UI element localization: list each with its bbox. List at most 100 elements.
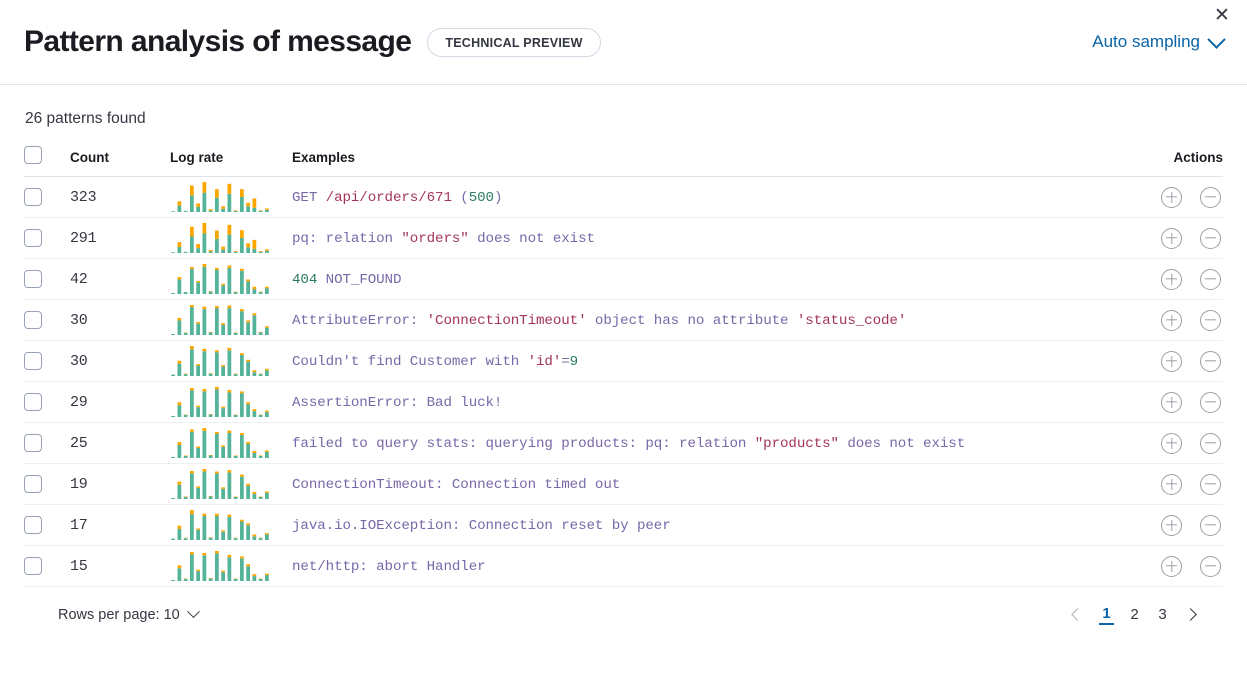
example-text: AttributeError: 'ConnectionTimeout' obje… (292, 313, 907, 329)
count-cell: 323 (70, 176, 170, 218)
close-icon[interactable]: ✕ (1214, 4, 1230, 26)
row-select-cell (24, 422, 70, 464)
table-row[interactable]: 291 pq: relation "orders" does not exist (24, 217, 1223, 259)
filter-out-value-icon[interactable] (1200, 555, 1221, 577)
page-number-3[interactable]: 3 (1158, 606, 1167, 623)
table-row[interactable]: 19 ConnectionTimeout: Connection timed ou… (24, 463, 1223, 505)
rows-per-page-selector[interactable]: Rows per page: 10 (58, 605, 200, 623)
count-value: 42 (70, 271, 88, 288)
actions-cell (1103, 299, 1223, 341)
example-cell: AssertionError: Bad luck! (292, 381, 1103, 423)
table-row[interactable]: 30 AttributeError: 'ConnectionTimeout' ob… (24, 299, 1223, 341)
filter-out-value-icon[interactable] (1200, 227, 1221, 249)
count-cell: 17 (70, 504, 170, 546)
actions-cell (1103, 422, 1223, 464)
log-rate-sparkline (170, 469, 292, 499)
row-checkbox[interactable] (24, 516, 42, 534)
select-all-checkbox[interactable] (24, 146, 42, 164)
row-checkbox[interactable] (24, 393, 42, 411)
filter-out-value-icon[interactable] (1200, 391, 1221, 413)
example-cell: GET /api/orders/671 (500) (292, 176, 1103, 218)
example-text: GET /api/orders/671 (500) (292, 190, 503, 206)
count-value: 29 (70, 394, 88, 411)
count-cell: 29 (70, 381, 170, 423)
filter-for-value-icon[interactable] (1161, 473, 1182, 495)
actions-cell (1103, 463, 1223, 505)
actions-cell (1103, 545, 1223, 587)
filter-out-value-icon[interactable] (1200, 473, 1221, 495)
example-cell: Couldn't find Customer with 'id'=9 (292, 340, 1103, 382)
example-cell: failed to query stats: querying products… (292, 422, 1103, 464)
filter-out-value-icon[interactable] (1200, 432, 1221, 454)
column-header-log-rate[interactable]: Log rate (170, 146, 292, 177)
filter-for-value-icon[interactable] (1161, 268, 1182, 290)
log-rate-sparkline (170, 223, 292, 253)
column-header-actions: Actions (1103, 146, 1223, 177)
table-row[interactable]: 323 GET /api/orders/671 (500) (24, 176, 1223, 218)
log-rate-sparkline (170, 346, 292, 376)
example-cell: net/http: abort Handler (292, 545, 1103, 587)
log-rate-cell (170, 258, 292, 300)
filter-out-value-icon[interactable] (1200, 514, 1221, 536)
row-select-cell (24, 258, 70, 300)
count-value: 30 (70, 312, 88, 329)
log-rate-sparkline (170, 182, 292, 212)
page-number-1[interactable]: 1 (1099, 604, 1114, 625)
example-text: pq: relation "orders" does not exist (292, 231, 595, 247)
row-select-cell (24, 545, 70, 587)
previous-page-icon[interactable] (1070, 607, 1086, 623)
filter-for-value-icon[interactable] (1161, 555, 1182, 577)
filter-out-value-icon[interactable] (1200, 309, 1221, 331)
filter-for-value-icon[interactable] (1161, 432, 1182, 454)
filter-for-value-icon[interactable] (1161, 186, 1182, 208)
row-select-cell (24, 381, 70, 423)
count-value: 19 (70, 476, 88, 493)
row-checkbox[interactable] (24, 434, 42, 452)
row-checkbox[interactable] (24, 270, 42, 288)
row-checkbox[interactable] (24, 557, 42, 575)
row-select-cell (24, 463, 70, 505)
row-select-cell (24, 217, 70, 259)
example-text: failed to query stats: querying products… (292, 436, 966, 452)
sampling-selector[interactable]: Auto sampling (1092, 29, 1226, 52)
actions-cell (1103, 504, 1223, 546)
count-value: 17 (70, 517, 88, 534)
sampling-label: Auto sampling (1092, 32, 1200, 51)
count-cell: 291 (70, 217, 170, 259)
log-rate-cell (170, 176, 292, 218)
page-number-2[interactable]: 2 (1130, 606, 1139, 623)
actions-cell (1103, 258, 1223, 300)
column-header-examples[interactable]: Examples (292, 146, 1103, 177)
table-row[interactable]: 29 AssertionError: Bad luck! (24, 381, 1223, 423)
filter-for-value-icon[interactable] (1161, 514, 1182, 536)
filter-out-value-icon[interactable] (1200, 350, 1221, 372)
log-rate-cell (170, 340, 292, 382)
actions-cell (1103, 340, 1223, 382)
next-page-icon[interactable] (1183, 607, 1199, 623)
filter-for-value-icon[interactable] (1161, 227, 1182, 249)
filter-out-value-icon[interactable] (1200, 186, 1221, 208)
row-checkbox[interactable] (24, 229, 42, 247)
filter-out-value-icon[interactable] (1200, 268, 1221, 290)
filter-for-value-icon[interactable] (1161, 391, 1182, 413)
row-select-cell (24, 340, 70, 382)
log-rate-cell (170, 299, 292, 341)
row-checkbox[interactable] (24, 311, 42, 329)
row-checkbox[interactable] (24, 352, 42, 370)
example-text: ConnectionTimeout: Connection timed out (292, 477, 621, 493)
row-checkbox[interactable] (24, 475, 42, 493)
column-header-count[interactable]: Count (70, 146, 170, 177)
table-body: 323 GET /api/orders/671 (500) 291 pq: relat… (24, 176, 1223, 587)
filter-for-value-icon[interactable] (1161, 350, 1182, 372)
row-select-cell (24, 504, 70, 546)
row-checkbox[interactable] (24, 188, 42, 206)
chevron-down-icon (186, 605, 200, 619)
filter-for-value-icon[interactable] (1161, 309, 1182, 331)
patterns-table: Count Log rate Examples Actions 323 GET /… (24, 146, 1223, 587)
select-all-header (24, 146, 70, 177)
